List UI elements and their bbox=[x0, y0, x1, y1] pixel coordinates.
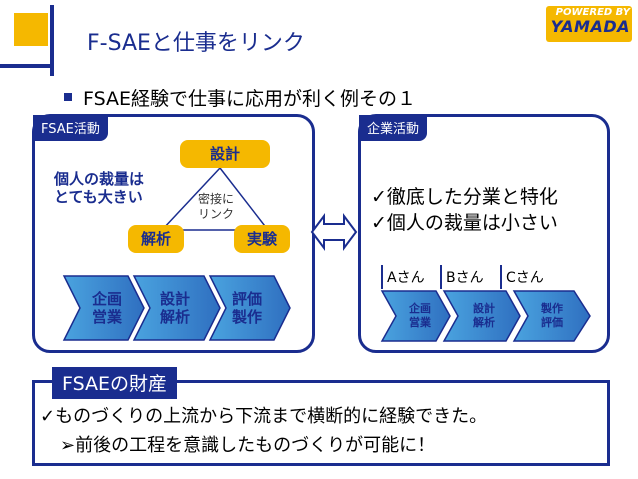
logo-name: YAMADA bbox=[550, 17, 630, 36]
slide-bullet-text: FSAE経験で仕事に応用が利く例その１ bbox=[83, 88, 417, 110]
decor-yellow-square bbox=[14, 13, 48, 46]
checkmark-icon: ✓ bbox=[371, 212, 387, 234]
corp-point-2: ✓個人の裁量は小さい bbox=[371, 208, 558, 235]
corp-flow-step-2: 設計 解析 bbox=[473, 302, 495, 329]
person-a: Aさん bbox=[381, 265, 429, 289]
assets-panel bbox=[32, 380, 610, 466]
bullet-square-icon bbox=[64, 93, 72, 101]
fsae-process-flow bbox=[62, 275, 291, 341]
corp-point-1-text: 徹底した分業と特化 bbox=[386, 186, 558, 208]
node-experiment: 実験 bbox=[234, 225, 290, 253]
link-label: 密接に リンク bbox=[197, 192, 234, 221]
arrow-right-icon: ➢ bbox=[60, 435, 76, 456]
checkmark-icon: ✓ bbox=[371, 186, 387, 208]
corporate-panel-tag: 企業活動 bbox=[359, 115, 428, 141]
node-design: 設計 bbox=[180, 140, 270, 168]
corp-point-1: ✓徹底した分業と特化 bbox=[371, 182, 558, 209]
asset-line-2: ➢前後の工程を意識したものづくりが可能に！ bbox=[60, 431, 435, 457]
corp-flow-step-3: 製作 評価 bbox=[541, 302, 563, 329]
corp-point-2-text: 個人の裁量は小さい bbox=[386, 212, 558, 234]
fsae-flow-step-3: 評価 製作 bbox=[231, 290, 262, 326]
decor-horizontal-line bbox=[0, 64, 50, 68]
logo-tagline: POWERED BY bbox=[555, 7, 630, 18]
asset-line-1-text: ものづくりの上流から下流まで横断的に経験できた。 bbox=[55, 406, 488, 427]
checkmark-icon: ✓ bbox=[40, 406, 56, 427]
asset-line-2-text: 前後の工程を意識したものづくりが可能に！ bbox=[75, 435, 436, 456]
node-analysis: 解析 bbox=[128, 225, 184, 253]
slide-title: F-SAEと仕事をリンク bbox=[87, 31, 305, 56]
double-arrow-icon bbox=[310, 213, 358, 251]
logo-badge bbox=[546, 6, 632, 42]
fsae-discretion-note: 個人の裁量は とても大きい bbox=[54, 170, 145, 206]
person-b: Bさん bbox=[440, 265, 488, 289]
fsae-flow-step-2: 設計 解析 bbox=[159, 290, 190, 326]
corp-flow-step-1: 企画 営業 bbox=[409, 302, 431, 329]
corporate-process-flow bbox=[380, 290, 591, 342]
asset-line-1: ✓ものづくりの上流から下流まで横断的に経験できた。 bbox=[40, 402, 487, 428]
fsae-flow-step-1: 企画 営業 bbox=[91, 290, 122, 326]
assets-tag: FSAEの財産 bbox=[52, 367, 178, 399]
person-c: Cさん bbox=[500, 265, 548, 289]
fsae-panel-tag: FSAE活動 bbox=[33, 115, 108, 141]
decor-vertical-line bbox=[50, 5, 54, 76]
